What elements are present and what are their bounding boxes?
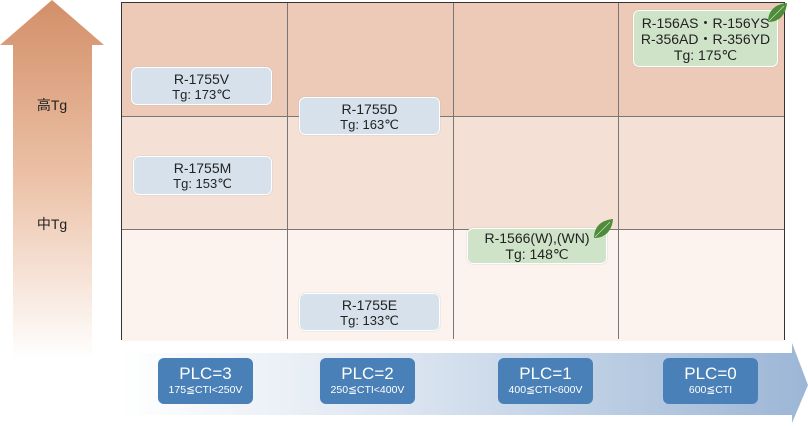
plc-title: PLC=0 <box>684 364 737 383</box>
product-tg: Tg: 163℃ <box>340 116 399 132</box>
product-tg: Tg: 148℃ <box>505 246 569 262</box>
halogen-free-leaf-icon <box>594 219 613 238</box>
product-name: R-1566(W),(WN) <box>484 230 590 246</box>
product-tg: Tg: 133℃ <box>340 312 399 328</box>
product-name: R-1755D <box>341 100 398 117</box>
tg-axis-arrow <box>0 0 104 360</box>
plc-title: PLC=1 <box>519 364 572 383</box>
product-name: R-1755V <box>173 70 230 87</box>
product-name: R-156AS・R-156YS <box>641 14 770 31</box>
product-card-r1566: R-1566(W),(WN) Tg: 148℃ <box>467 228 607 264</box>
cti-range: 600≦CTI <box>688 384 733 396</box>
product-card-r1755d: R-1755D Tg: 163℃ <box>299 97 440 135</box>
plc-title: PLC=3 <box>179 364 232 383</box>
high-tg-label: 高Tg <box>36 97 68 113</box>
cti-range: 400≦CTI<600V <box>508 384 583 396</box>
product-card-r156: R-156AS・R-156YS R-356AD・R-356YD Tg: 175℃ <box>633 10 778 67</box>
product-card-r1755e: R-1755E Tg: 133℃ <box>299 293 440 331</box>
halogen-free-leaf-icon <box>768 3 787 22</box>
cti-range: 250≦CTI<400V <box>330 384 405 396</box>
product-tg: Tg: 175℃ <box>673 46 738 63</box>
cti-range: 175≦CTI<250V <box>168 384 243 396</box>
plc-title: PLC=2 <box>341 364 394 383</box>
plc-axis-arrow <box>120 343 808 423</box>
product-tg: Tg: 153℃ <box>173 176 232 191</box>
product-card-r1755m: R-1755M Tg: 153℃ <box>133 156 272 195</box>
mid-tg-label: 中Tg <box>36 216 68 232</box>
product-card-r1755v: R-1755V Tg: 173℃ <box>131 67 272 105</box>
product-name: R-1755E <box>341 296 398 313</box>
product-name: R-1755M <box>173 160 232 176</box>
product-tg: Tg: 173℃ <box>172 86 231 102</box>
product-name-2: R-356AD・R-356YD <box>640 30 771 47</box>
